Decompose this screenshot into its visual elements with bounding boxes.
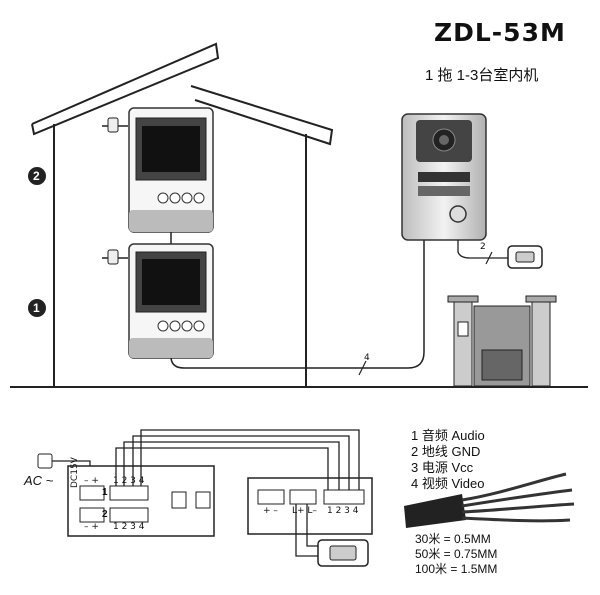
indoor-monitor-upper [128, 107, 214, 244]
outdoor-port-nums: 1 2 3 4 [327, 506, 359, 516]
port-nums-bottom: 1 2 3 4 [113, 522, 145, 532]
power-plug-upper-icon [102, 117, 128, 133]
model-title: ZDL-53M [434, 18, 566, 47]
main-cable [170, 236, 425, 369]
lock-cable [457, 240, 508, 259]
channel-2-label: 2 [102, 509, 108, 520]
port-label-top: – + [84, 476, 99, 486]
port-nums-top: 1 2 3 4 [113, 476, 145, 486]
legend-item-audio: 1 音频 Audio [411, 428, 485, 443]
cable-illustration [404, 472, 575, 528]
indoor-monitor-lower [128, 243, 214, 359]
outdoor-lock-terminal: L+ L– [292, 506, 317, 516]
floor-label-2: 2 [33, 169, 40, 183]
outdoor-station [401, 113, 487, 241]
gauge-30m: 30米 = 0.5MM [415, 532, 491, 546]
electric-lock-top-icon [507, 245, 543, 269]
cable-count-main: 4 [364, 353, 370, 363]
legend-item-vcc: 3 电源 Vcc [411, 460, 474, 475]
gauge-100m: 100米 = 1.5MM [415, 562, 498, 576]
lock-wire-bottom [295, 504, 318, 557]
indoor-terminal-board [67, 465, 215, 537]
outdoor-terminal-board [247, 477, 373, 535]
dc15v-label: DC15V [70, 457, 80, 488]
ac-adapter-icon [37, 453, 91, 484]
outdoor-port-pm: + – [263, 506, 278, 516]
power-plug-lower-icon [102, 249, 128, 265]
four-wire-bus [115, 429, 360, 490]
electric-lock-bottom-icon [317, 539, 369, 567]
floor-badge-1 [28, 299, 46, 317]
house [31, 42, 334, 386]
gauge-50m: 50米 = 0.75MM [415, 547, 498, 561]
ac-label: AC ~ [24, 473, 54, 488]
cable-count-lock: 2 [480, 242, 486, 252]
floor-badge-2 [28, 167, 46, 185]
legend-item-video: 4 视频 Video [411, 476, 485, 491]
legend-item-gnd: 2 地线 GND [411, 444, 481, 459]
model-subtitle: 1 拖 1-3台室内机 [425, 67, 539, 84]
gate [447, 295, 557, 387]
port-label-bottom: – + [84, 522, 99, 532]
channel-1-label: 1 [102, 487, 108, 498]
floor-label-1: 1 [33, 301, 40, 315]
